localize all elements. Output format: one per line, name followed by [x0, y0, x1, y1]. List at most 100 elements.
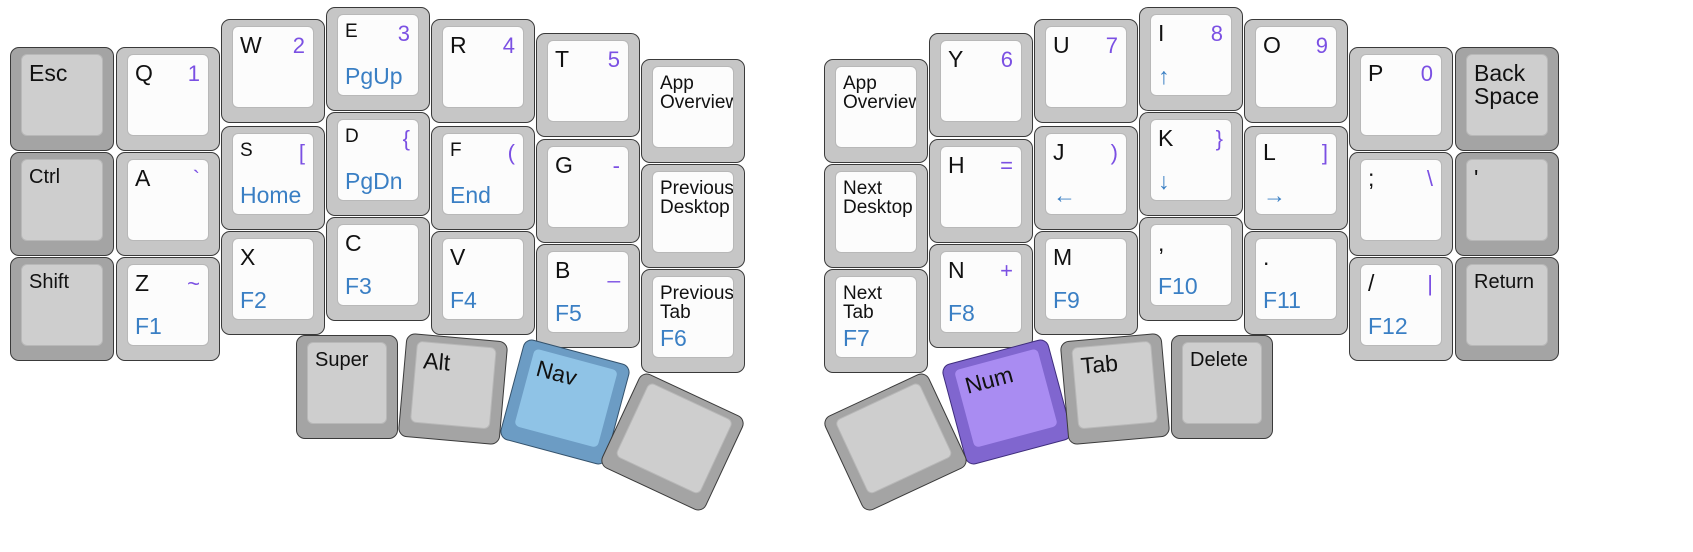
keycap-top: L]→ [1255, 133, 1337, 215]
key-shifted-legend: 5 [607, 47, 620, 72]
key-delete[interactable]: Delete [1171, 335, 1273, 439]
key-legend: , [1158, 230, 1165, 256]
key-legend: G [555, 152, 573, 178]
key-layer-legend: ↓ [1158, 168, 1170, 194]
key-h[interactable]: H= [929, 139, 1033, 243]
key-legend: . [1263, 244, 1270, 270]
keycap-top: X F2 [232, 238, 314, 320]
key-next-desktop[interactable]: Next Desktop [824, 164, 928, 268]
key-comma[interactable]: , F10 [1139, 217, 1243, 321]
key-layer-legend: F5 [555, 300, 582, 326]
keycap-top: Previous Desktop [652, 171, 734, 253]
key-j[interactable]: J)← [1034, 126, 1138, 230]
key-legend: Previous Desktop [660, 178, 734, 218]
key-legend: O [1263, 32, 1281, 58]
key-legend: T [555, 46, 570, 72]
key-shifted-legend: ] [1321, 140, 1328, 165]
key-layer-legend: Home [240, 182, 302, 208]
key-n[interactable]: N+F8 [929, 244, 1033, 348]
keycap-top: B_F5 [547, 251, 629, 333]
key-quote[interactable]: ' [1455, 152, 1559, 256]
key-legend: X [240, 244, 256, 270]
key-layer-legend: F11 [1263, 287, 1301, 313]
key-alt[interactable]: Alt [397, 332, 509, 446]
key-legend: Previous Tab [660, 283, 734, 323]
key-x[interactable]: X F2 [221, 231, 325, 335]
key-app-overview-right[interactable]: App Overview [824, 59, 928, 163]
key-b[interactable]: B_F5 [536, 244, 640, 348]
key-legend: App Overview [660, 73, 734, 113]
key-legend: N [948, 257, 965, 283]
key-semicolon[interactable]: ;\ [1349, 152, 1453, 256]
key-layer-legend: → [1263, 182, 1286, 208]
key-shifted-legend: ~ [187, 271, 200, 296]
key-shifted-legend: 2 [292, 33, 305, 58]
key-shifted-legend: 4 [502, 33, 515, 58]
keycap-top: . F11 [1255, 238, 1337, 320]
key-layer-legend: F2 [240, 287, 267, 313]
keycap-top: Next Desktop [835, 171, 917, 253]
key-previous-desktop[interactable]: Previous Desktop [641, 164, 745, 268]
key-layer-legend: ← [1053, 182, 1076, 208]
key-return[interactable]: Return [1455, 257, 1559, 361]
key-shifted-legend: 6 [1000, 47, 1013, 72]
key-legend: ' [1474, 165, 1479, 191]
key-tab[interactable]: Tab [1059, 332, 1171, 446]
keycap-top: Alt [409, 340, 497, 430]
keycap-top: G- [547, 146, 629, 228]
key-super[interactable]: Super [296, 335, 398, 439]
key-legend: U [1053, 32, 1070, 58]
key-legend: Back Space [1474, 60, 1540, 109]
keycap-top: N+F8 [940, 251, 1022, 333]
key-legend: Delete [1190, 349, 1248, 371]
key-slash[interactable]: /|F12 [1349, 257, 1453, 361]
key-g[interactable]: G- [536, 139, 640, 243]
key-k[interactable]: K}↓ [1139, 112, 1243, 216]
key-f[interactable]: F(End [431, 126, 535, 230]
key-s[interactable]: S[Home [221, 126, 325, 230]
key-legend: E [345, 21, 358, 42]
key-backspace[interactable]: Back Space [1455, 47, 1559, 151]
key-d[interactable]: D{PgDn [326, 112, 430, 216]
key-esc[interactable]: Esc [10, 47, 114, 151]
key-shifted-legend: } [1215, 126, 1223, 151]
keycap-top: Ctrl [21, 159, 103, 241]
keycap-top: , F10 [1150, 224, 1232, 306]
key-legend: Q [135, 60, 153, 86]
key-shift[interactable]: Shift [10, 257, 114, 361]
key-layer-legend: F10 [1158, 273, 1198, 299]
key-ctrl[interactable]: Ctrl [10, 152, 114, 256]
key-legend: Y [948, 46, 964, 72]
keycap-top: J)← [1045, 133, 1127, 215]
key-shifted-legend: 9 [1315, 33, 1328, 58]
key-legend: Nav [533, 355, 580, 391]
key-app-overview-left[interactable]: App Overview [641, 59, 745, 163]
key-layer-legend: F3 [345, 273, 372, 299]
key-period[interactable]: . F11 [1244, 231, 1348, 335]
key-z[interactable]: Z~F1 [116, 257, 220, 361]
key-l[interactable]: L]→ [1244, 126, 1348, 230]
key-a[interactable]: A` [116, 152, 220, 256]
key-layer-legend: F4 [450, 287, 477, 313]
